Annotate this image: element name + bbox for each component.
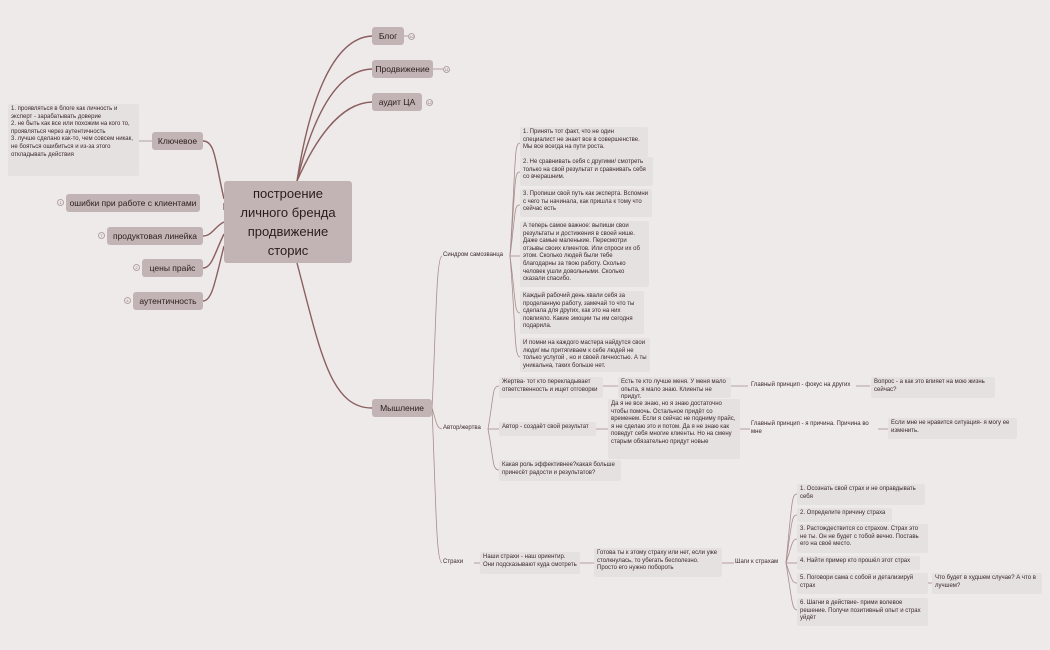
branch-mindset[interactable]: Мышление [372,399,432,417]
victim-principle[interactable]: Главный принцип - фокус на других [751,382,851,388]
fears-intro[interactable]: Наши страхи - наш ориентир. Они подсказы… [480,552,580,574]
collapsed-count-badge[interactable]: 1 [57,199,64,206]
impostor-item[interactable]: 3. Пропиши свой путь как эксперта. Вспом… [520,189,652,217]
collapsed-count-badge[interactable]: 12 [426,99,433,106]
fears-ready[interactable]: Готова ты к этому страху или нет, если у… [594,548,722,577]
collapsed-count-badge[interactable]: 11 [443,66,450,73]
victim-item[interactable]: Жертва- тот кто перекладывает ответствен… [499,377,603,398]
fear-step[interactable]: 4. Найти пример кто прошёл этот страх [797,556,920,570]
branch-blog[interactable]: Блог [372,27,404,45]
branch-promotion[interactable]: Продвижение [372,60,433,78]
branch-authenticity[interactable]: аутентичность [133,292,203,310]
collapsed-count-badge[interactable]: 10 [408,33,415,40]
author-victim-label[interactable]: Автор/жертва [443,425,481,431]
author-conclusion[interactable]: Если мне не нравится ситуация- я могу ее… [888,418,1017,439]
author-item[interactable]: Автор - создаёт свой результат [499,422,596,436]
fear-steps-label[interactable]: Шаги к страхам [735,559,779,565]
role-question[interactable]: Какая роль эффективнее?какая больше прин… [499,460,621,481]
fears-label[interactable]: Страхи [443,559,464,565]
branch-product-line[interactable]: продуктовая линейка [107,227,203,245]
key-note[interactable]: 1. проявляться в блоге как личность и эк… [8,104,139,176]
fear-step[interactable]: 6. Шагни в действие- прими волевое решен… [797,598,928,626]
fear-step[interactable]: 2. Определите причину страха [797,508,892,522]
branch-audience-audit[interactable]: аудит ЦА [372,93,422,111]
author-detail[interactable]: Да я не все знаю, но я знаю достаточно ч… [608,399,740,459]
worst-case-question[interactable]: Что будет в худшем случае? А что в лучше… [932,573,1042,594]
impostor-item[interactable]: 1. Принять тот факт, что не один специал… [520,127,648,157]
branch-prices[interactable]: цены прайс [142,259,203,277]
impostor-item[interactable]: А теперь самое важное: выпиши свои резул… [520,221,649,287]
fear-step[interactable]: 3. Растождествится со страхом. Страх это… [797,524,928,553]
impostor-syndrome-label[interactable]: Синдром самозванца [443,252,503,258]
fear-step[interactable]: 1. Осознать свой страх и не оправдывать … [797,484,925,505]
branch-key[interactable]: Ключевое [152,132,203,150]
author-principle[interactable]: Главный принцип - я причина. Причина во … [751,421,869,435]
collapsed-count-badge[interactable]: 2 [133,264,140,271]
fear-step[interactable]: 5. Поговори сама с собой и детализируй с… [797,573,928,594]
impostor-item[interactable]: И помни на каждого мастера найдутся свои… [520,338,650,372]
impostor-item[interactable]: 2. Не сравнивать себя с другими/ смотрет… [520,157,653,186]
central-topic[interactable]: построение личного бренда продвижение ст… [224,181,352,263]
branch-client-errors[interactable]: ошибки при работе с клиентами [66,194,200,212]
impostor-item[interactable]: Каждый рабочий день хвали себя за продел… [520,291,644,334]
victim-question[interactable]: Вопрос - а как это влияет на мою жизнь с… [871,377,995,398]
victim-detail[interactable]: Есть те кто лучше меня. У меня мало опыт… [618,377,731,400]
collapsed-count-badge[interactable]: 4 [124,297,131,304]
collapsed-count-badge[interactable]: 7 [98,232,105,239]
